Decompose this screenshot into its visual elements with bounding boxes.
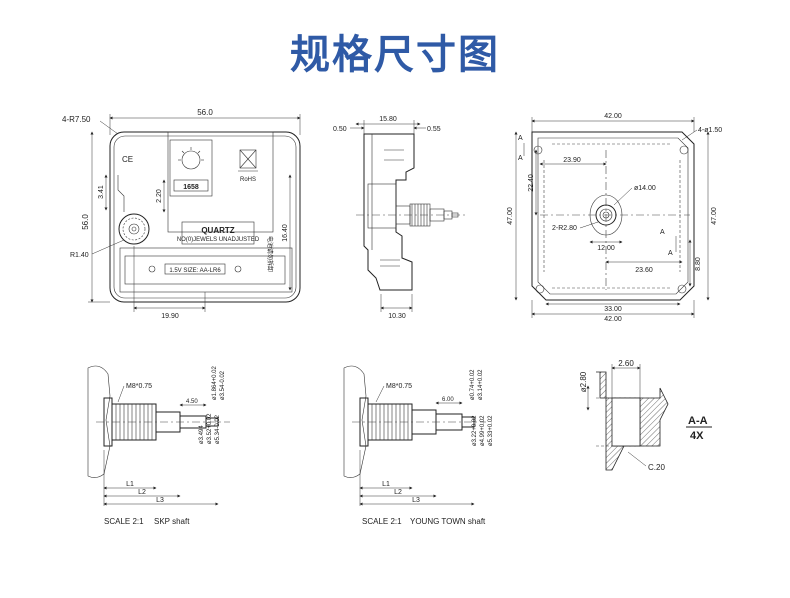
back-dim-4200-bottom: 42.00	[604, 316, 622, 323]
back-view: 42.00 4-ø1.50 A A A A ø14.00 23.90	[507, 113, 722, 323]
mount-hole-icon	[677, 284, 687, 294]
hole-label: 4-ø1.50	[698, 127, 722, 134]
skp-d2: ø3.54-0.02	[220, 370, 226, 400]
back-dim-2390: 23.90	[563, 157, 581, 164]
jewel-text: NO(0)JEWELS UNADJUSTED	[177, 237, 260, 243]
ce-mark: CE	[122, 155, 133, 164]
gear-icon	[118, 213, 150, 245]
skp-thread-label: M8*0.75	[126, 383, 152, 390]
side-note: 电池请勿拆卸	[266, 236, 274, 272]
skp-l1: L1	[126, 481, 134, 488]
skp-d4: ø3.52+0.02	[207, 413, 213, 444]
section-dim-260: 2.60	[618, 359, 634, 368]
skp-shaft-view: M8*0.75 4.50 ø1.864+0.02 ø3.54-0.02 ø3.4…	[87, 365, 230, 526]
skp-d1: ø1.864+0.02	[212, 365, 218, 400]
back-dim-4700-right: 47.00	[711, 207, 718, 225]
side-dim-1580: 15.80	[379, 116, 397, 123]
rohs-mark: RoHS	[240, 177, 256, 183]
brand-number: 1658	[183, 184, 199, 191]
section-label-a: A	[518, 155, 523, 162]
back-dim-2240: 22.40	[528, 174, 535, 192]
side-dim-055: 0.55	[427, 126, 441, 133]
section-label: A-A	[688, 415, 708, 427]
back-dim-phi14: ø14.00	[634, 185, 656, 192]
skp-d3: ø3.494	[199, 425, 205, 444]
back-dim-4700-left: 47.00	[507, 207, 514, 225]
mount-hole-icon	[535, 284, 545, 294]
back-dim-r280: 2-R2.80	[552, 225, 577, 232]
mount-hole-icon	[679, 145, 689, 155]
side-dim-050: 0.50	[333, 126, 347, 133]
front-view: 56.0 4-R7.50 1658 CE RoHS QUART	[62, 108, 301, 320]
section-label-a: A	[518, 135, 523, 142]
back-dim-2360: 23.60	[635, 267, 653, 274]
young-d3: ø3.22+0.02	[472, 415, 478, 446]
skp-l3: L3	[156, 497, 164, 504]
battery-text: 1.5V SIZE: AA-LR6	[169, 268, 221, 274]
young-d2: ø3.14+0.02	[478, 369, 484, 400]
young-name: YOUNG TOWN shaft	[410, 517, 486, 526]
sun-logo-icon	[178, 147, 204, 161]
young-l3: L3	[412, 497, 420, 504]
young-town-shaft-view: M8*0.75 6.00 ø0.74+0.02 ø3.14+0.02 ø3.22…	[343, 365, 494, 526]
back-dim-4200-top: 42.00	[604, 113, 622, 120]
young-l1: L1	[382, 481, 390, 488]
recycle-bin-icon	[238, 149, 258, 172]
battery-screw-icon	[148, 265, 156, 273]
back-dim-880: 8.80	[695, 257, 702, 271]
front-dim-220: 2.20	[156, 189, 163, 203]
front-dim-1640: 16.40	[282, 224, 289, 242]
side-dim-1030: 10.30	[388, 313, 406, 320]
back-dim-3300: 33.00	[604, 306, 622, 313]
young-d5: ø5.33+0.02	[488, 415, 494, 446]
section-label-a: A	[668, 250, 673, 257]
front-corner-radius-label: 4-R7.50	[62, 115, 91, 124]
skp-name: SKP shaft	[154, 517, 190, 526]
young-l2: L2	[394, 489, 402, 496]
front-dim-1990: 19.90	[161, 313, 179, 320]
skp-scale: SCALE 2:1	[104, 517, 144, 526]
section-dim-280: ø2.80	[579, 371, 588, 392]
section-chamfer: C.20	[648, 463, 665, 472]
battery-screw-icon	[234, 265, 242, 273]
front-dim-341: 3.41	[98, 185, 105, 199]
quartz-label: QUARTZ	[201, 226, 234, 235]
skp-d5: ø5.34-0.02	[215, 414, 221, 444]
young-scale: SCALE 2:1	[362, 517, 402, 526]
gear-radius-label: R1.40	[70, 252, 89, 259]
section-detail-view: 2.60 ø2.80 C.20 A-A 4X	[579, 359, 712, 472]
page-title: 规格尺寸图	[290, 32, 500, 78]
skp-dim-450: 4.50	[186, 399, 198, 405]
back-dim-1200: 12.00	[597, 245, 615, 252]
young-d4: ø4.99+0.02	[480, 415, 486, 446]
section-count: 4X	[690, 430, 704, 442]
skp-l2: L2	[138, 489, 146, 496]
front-width-label: 56.0	[197, 108, 213, 117]
section-label-a: A	[660, 229, 665, 236]
young-d1: ø0.74+0.02	[470, 369, 476, 400]
young-thread-label: M8*0.75	[386, 383, 412, 390]
front-height-label: 56.0	[81, 214, 90, 230]
side-view: 15.80 0.50 0.55 10.30	[333, 116, 466, 320]
mount-hole-icon	[533, 145, 543, 155]
young-dim-600: 6.00	[442, 397, 454, 403]
